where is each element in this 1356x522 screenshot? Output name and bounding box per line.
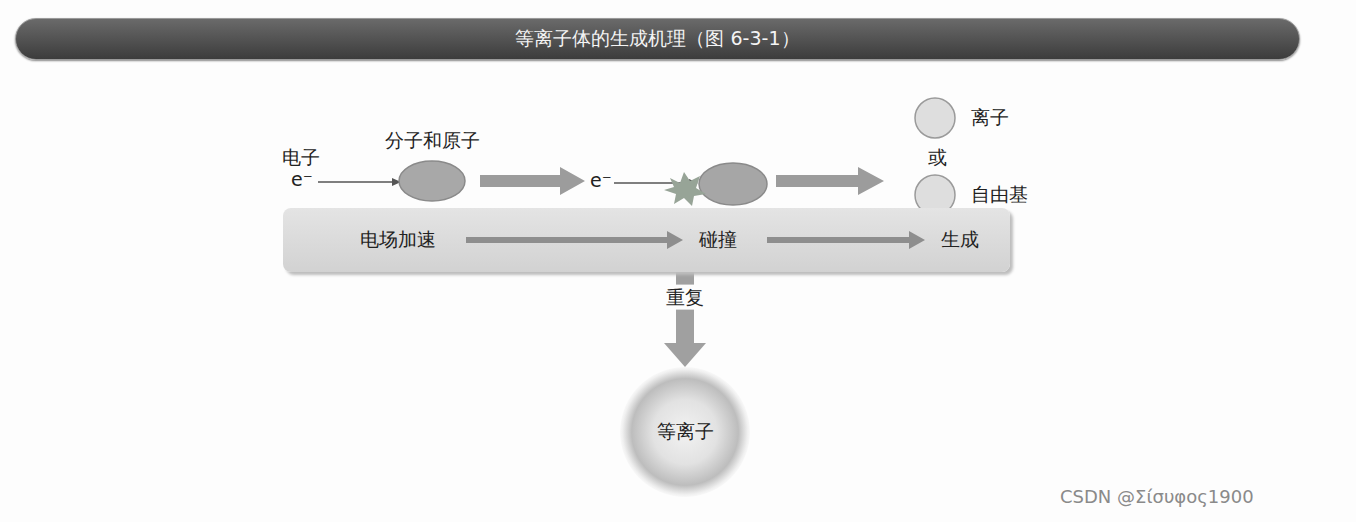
label-text: 电子 — [282, 146, 320, 169]
process-band: 电场加速 碰撞 生成 — [283, 208, 1010, 272]
electron-arrow — [318, 178, 401, 186]
molecule-node: 分子和原子 — [385, 128, 480, 203]
particle-node: 离子 — [913, 96, 1009, 140]
node-label: 等离子 — [657, 419, 714, 445]
flow-arrow — [767, 231, 925, 249]
title-text: 等离子体的生成机理（图 6-3-1） — [515, 26, 799, 52]
collision-burst — [664, 172, 706, 206]
node-label: 离子 — [971, 105, 1009, 131]
process-arrow — [480, 167, 585, 195]
flow-arrow — [466, 231, 683, 249]
molecule-ellipse — [396, 159, 468, 203]
label-text: 或 — [928, 146, 947, 169]
stage-text: 电场加速 — [360, 227, 436, 253]
particle-circle — [913, 96, 957, 140]
plasma-node: 等离子 — [620, 367, 750, 497]
electron-symbol: e⁻ — [590, 169, 612, 192]
stage-text: 碰撞 — [699, 227, 737, 253]
node-label: 自由基 — [971, 182, 1028, 208]
edge-label: 重复 — [662, 285, 708, 310]
ellipse-shape — [399, 161, 465, 201]
stage-text: 生成 — [941, 227, 979, 253]
watermark: CSDN @Σίσυφος1900 — [1060, 486, 1254, 508]
title-bar: 等离子体的生成机理（图 6-3-1） — [15, 18, 1300, 60]
process-arrow — [776, 167, 884, 195]
electron-symbol: e⁻ — [291, 168, 313, 191]
circle-shape — [915, 98, 955, 138]
node-heading: 分子和原子 — [385, 128, 480, 152]
molecule-ellipse — [699, 163, 767, 205]
